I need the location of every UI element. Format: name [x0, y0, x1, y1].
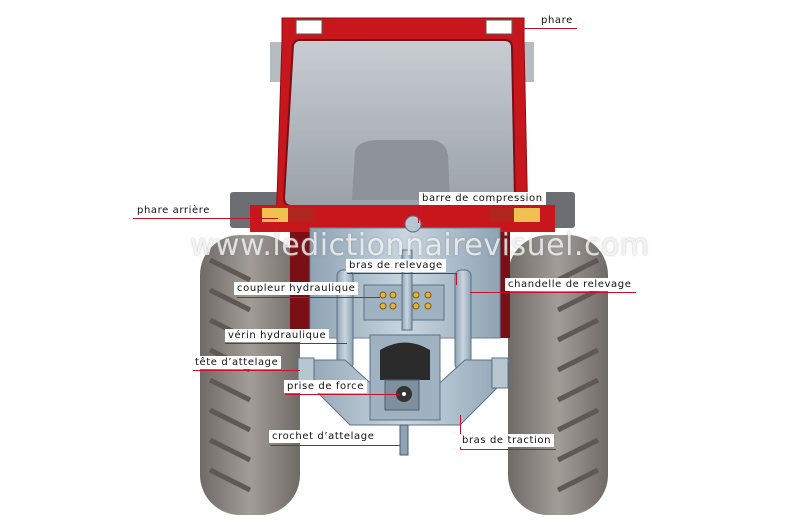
label-crochet-d-attelage: crochet d’attelage: [269, 430, 378, 443]
leader-line: [225, 343, 347, 344]
leader-line: [347, 273, 457, 274]
leader-line: [518, 28, 577, 29]
leader-line: [193, 370, 300, 371]
label-bras-de-relevage: bras de relevage: [346, 259, 446, 272]
left-tire: [200, 235, 300, 515]
label-bras-de-traction: bras de traction: [459, 434, 555, 447]
leader-line: [460, 415, 461, 449]
leader-line: [470, 292, 636, 293]
label-prise-de-force: prise de force: [284, 380, 368, 393]
leader-line: [456, 273, 457, 285]
leader-line: [418, 207, 419, 223]
leader-line: [133, 218, 278, 219]
label-coupleur-hydraulique: coupleur hydraulique: [234, 282, 359, 295]
rear-light-right: [490, 208, 540, 222]
label-chandelle-de-relevage: chandelle de relevage: [505, 278, 635, 291]
leader-line: [460, 449, 556, 450]
leader-line: [418, 207, 548, 208]
leader-line: [270, 445, 400, 446]
label-barre-de-compression: barre de compression: [419, 192, 546, 205]
label-tete-d-attelage: tête d’attelage: [192, 356, 282, 369]
leader-line: [237, 297, 380, 298]
label-phare: phare: [538, 14, 576, 27]
leader-line: [285, 394, 400, 395]
label-verin-hydraulique: vérin hydraulique: [225, 329, 330, 342]
rear-light-left: [262, 208, 314, 222]
watermark: www.ledictionnairevisuel.com: [190, 228, 650, 263]
right-tire: [508, 235, 608, 515]
label-phare-arriere: phare arrière: [134, 204, 213, 217]
